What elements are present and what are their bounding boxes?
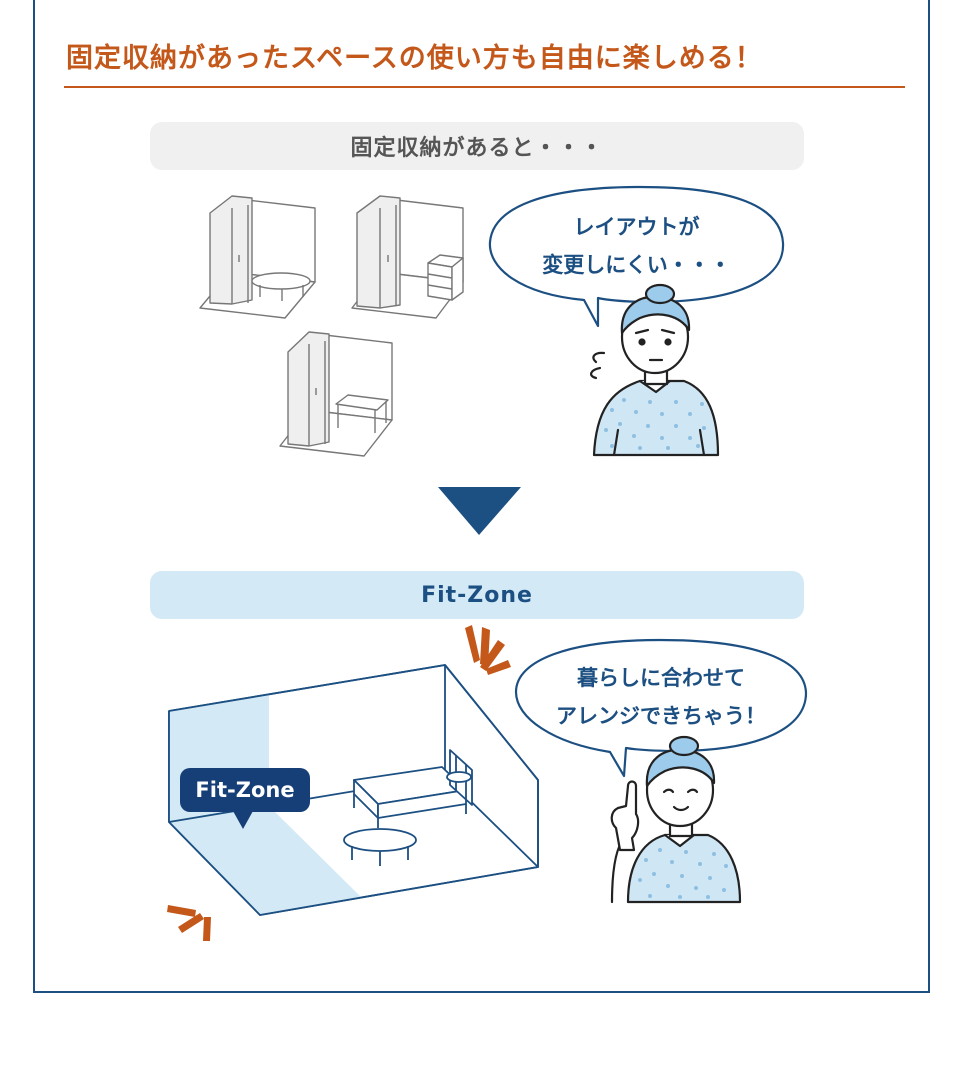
after-bubble-line1: 暮らしに合わせて (577, 666, 745, 690)
before-bubble-line1: レイアウトが (573, 215, 700, 239)
heading-underline (64, 86, 905, 88)
content-frame (33, 0, 930, 993)
after-label: Fit-Zone (150, 571, 804, 619)
fit-zone-tag: Fit-Zone (180, 768, 310, 812)
section-heading: 固定収納があったスペースの使い方も自由に楽しめる！ (66, 43, 763, 74)
before-bubble-line2: 変更しにくい・・・ (542, 253, 731, 277)
after-bubble-text: 暮らしに合わせて アレンジできちゃう！ (516, 659, 806, 735)
after-bubble-line2: アレンジできちゃう！ (556, 704, 766, 728)
fit-zone-tag-pointer (233, 811, 253, 829)
before-label: 固定収納があると・・・ (150, 122, 804, 170)
before-bubble-text: レイアウトが 変更しにくい・・・ (490, 208, 783, 284)
